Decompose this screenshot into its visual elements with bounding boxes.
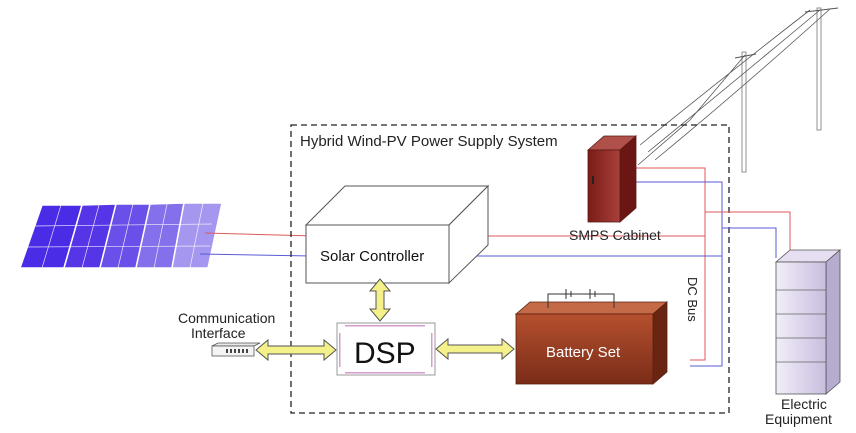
electric-equipment-label-line2: Equipment [765, 411, 832, 427]
system-title: Hybrid Wind-PV Power Supply System [300, 133, 558, 150]
dsp-board [336, 322, 436, 376]
smps-cabinet-icon [586, 135, 638, 223]
arrow-dsp-battery [435, 337, 515, 361]
solar-controller-box [304, 184, 490, 285]
utility-pole-icon [637, 7, 839, 173]
solar-panel-array-icon [18, 202, 223, 269]
communication-interface-icon [211, 342, 261, 357]
dsp-label: DSP [354, 337, 416, 370]
arrow-comm-dsp [255, 338, 337, 362]
comm-interface-label-line2: Interface [191, 325, 246, 341]
dc-bus-wires [452, 167, 791, 367]
battery-set-icon [514, 289, 669, 385]
battery-set-label: Battery Set [546, 344, 621, 361]
electric-equipment-label-line1: Electric [781, 396, 827, 412]
solar-controller-label: Solar Controller [320, 248, 424, 265]
pv-wires [199, 232, 316, 257]
comm-interface-label-line1: Communication [178, 310, 275, 326]
system-boundary [290, 124, 730, 414]
smps-cabinet-label: SMPS Cabinet [569, 227, 661, 243]
equipment-rack-icon [774, 249, 842, 395]
dc-bus-label: DC Bus [685, 277, 700, 322]
arrow-controller-dsp [368, 278, 392, 322]
